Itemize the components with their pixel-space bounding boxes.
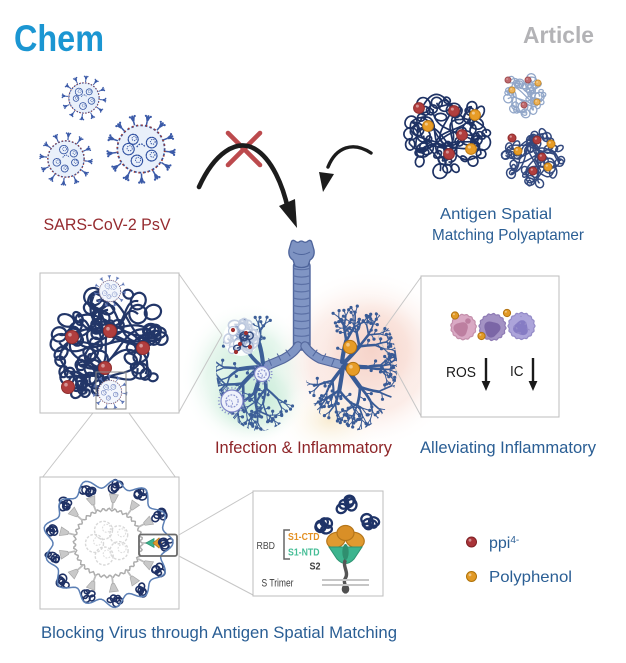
svg-text:ROS: ROS xyxy=(446,364,476,381)
svg-text:Alleviating Inflammatory: Alleviating Inflammatory xyxy=(420,438,596,457)
svg-text:SARS-CoV-2 PsV: SARS-CoV-2 PsV xyxy=(44,216,171,234)
svg-text:IC: IC xyxy=(510,363,524,380)
svg-text:S Trimer: S Trimer xyxy=(262,578,294,590)
svg-text:Article: Article xyxy=(523,22,594,48)
svg-text:Blocking Virus through Antigen: Blocking Virus through Antigen Spatial M… xyxy=(41,624,397,642)
svg-text:Antigen Spatial: Antigen Spatial xyxy=(440,206,552,223)
svg-text:RBD: RBD xyxy=(257,540,276,552)
svg-text:S1-NTD: S1-NTD xyxy=(288,548,320,559)
svg-text:Matching Polyaptamer: Matching Polyaptamer xyxy=(432,227,585,244)
svg-text:Polyphenol: Polyphenol xyxy=(489,569,572,586)
svg-text:S1-CTD: S1-CTD xyxy=(288,532,320,543)
svg-text:S2: S2 xyxy=(310,561,321,573)
svg-text:Chem: Chem xyxy=(14,18,104,59)
svg-text:Infection & Inflammatory: Infection & Inflammatory xyxy=(215,438,392,457)
